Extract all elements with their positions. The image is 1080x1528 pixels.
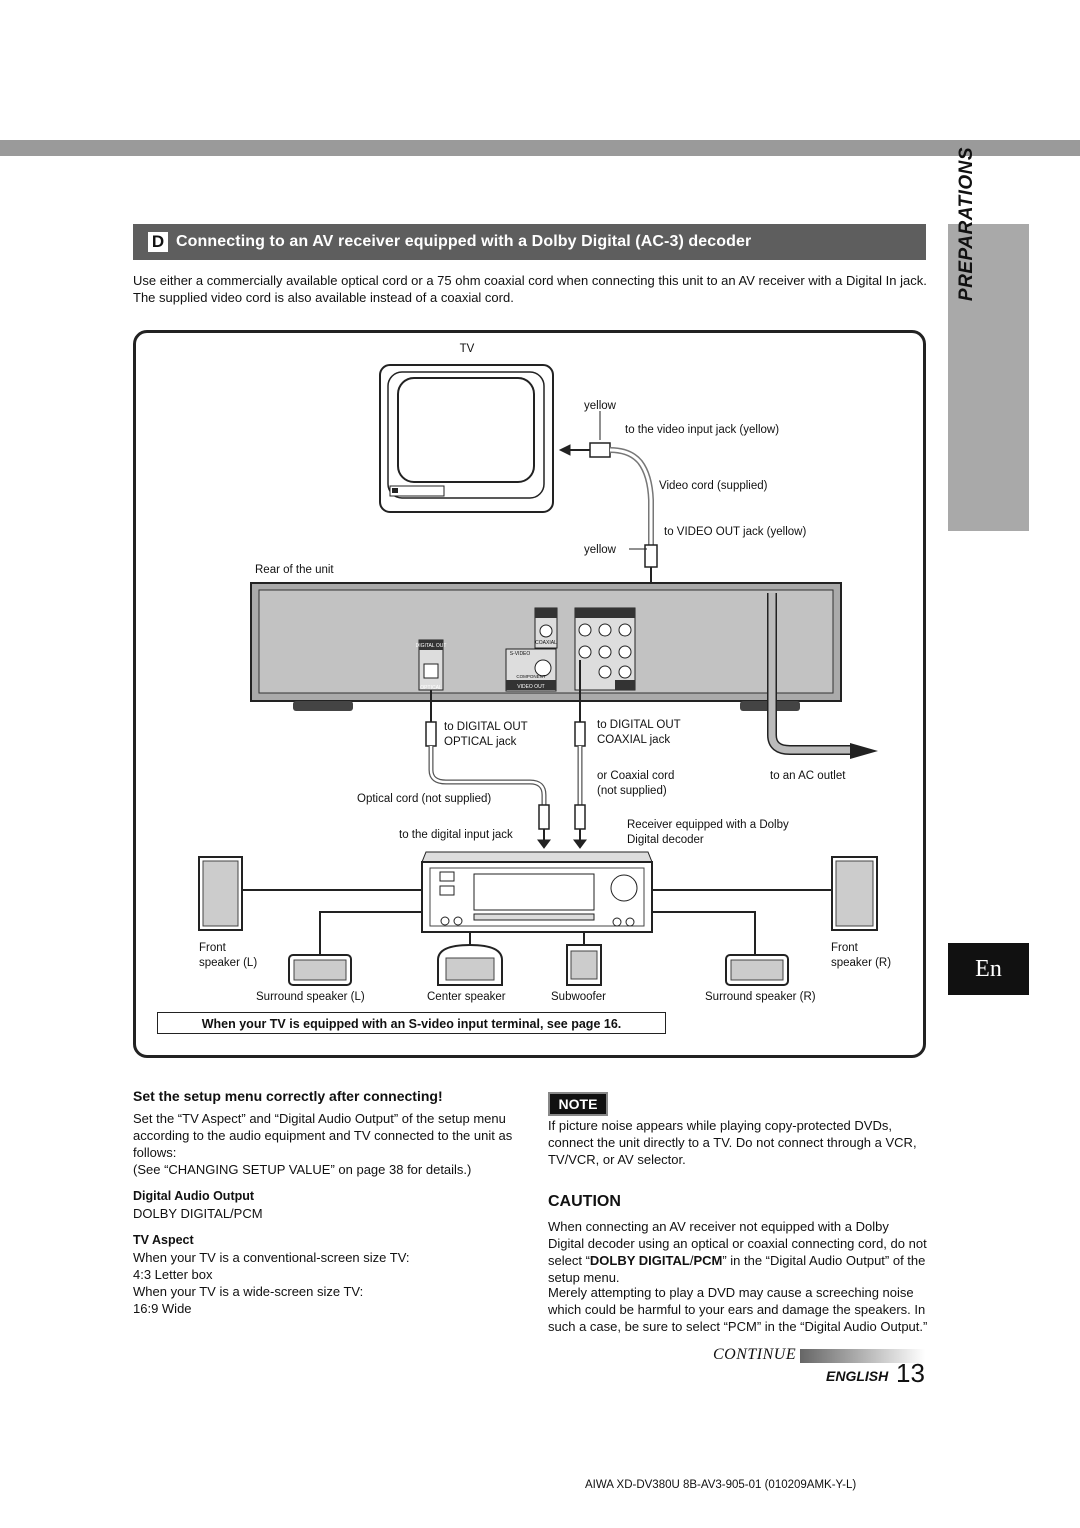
section-badge: D: [148, 232, 168, 252]
caution-p1-slash: /: [689, 1253, 694, 1268]
speaker-wires: [242, 889, 832, 955]
caution-p1-start: When connecting an AV receiver not equip…: [548, 1219, 927, 1268]
footer-code: AIWA XD-DV380U 8B-AV3-905-01 (010209AMK-…: [585, 1479, 857, 1491]
tv-label: TV: [460, 343, 475, 355]
tva-line-2: 4:3 Letter box: [133, 1267, 213, 1282]
caution-p1-end: ” in the “Digital Audio Output” of the s…: [548, 1253, 926, 1285]
setup-see: (See “CHANGING SETUP VALUE” on page 38 f…: [133, 1162, 472, 1177]
caution-paragraph-1: When connecting an AV receiver not equip…: [548, 1218, 928, 1286]
preparations-label: PREPARATIONS: [956, 146, 977, 302]
tva-line-3: When your TV is a wide-screen size TV:: [133, 1284, 364, 1299]
continue-label: CONTINUE: [713, 1346, 797, 1363]
caution-p1-dolby: DOLBY DIGITAL: [589, 1253, 690, 1268]
panel-optical: OPTICAL: [420, 685, 442, 691]
panel-coaxial: COAXIAL: [535, 640, 557, 646]
caution-heading: CAUTION: [548, 1193, 621, 1210]
surround-left-label: Surround speaker (L): [256, 991, 365, 1003]
surround-right-label: Surround speaker (R): [705, 991, 816, 1003]
english-label: ENGLISH: [826, 1368, 889, 1384]
svideo-note: When your TV is equipped with an S-video…: [157, 1012, 666, 1034]
front-speaker-right: [831, 856, 878, 931]
surround-speaker-right: [725, 954, 789, 986]
note-text: If picture noise appears while playing c…: [548, 1118, 917, 1167]
intro-paragraph: Use either a commercially available opti…: [133, 273, 927, 305]
to-digital-out-optical-2: OPTICAL jack: [444, 736, 517, 748]
page-number: 13: [896, 1358, 925, 1388]
video-cord: [558, 442, 658, 600]
center-speaker-label: Center speaker: [427, 991, 506, 1003]
rear-of-unit-label: Rear of the unit: [255, 564, 334, 576]
to-digital-out-optical-1: to DIGITAL OUT: [444, 721, 528, 733]
to-digital-input-label: to the digital input jack: [399, 829, 513, 841]
tva-line-1: When your TV is a conventional-screen si…: [133, 1250, 410, 1265]
front-left-label-1: Front: [199, 942, 227, 954]
tva-line-4: 16:9 Wide: [133, 1301, 192, 1316]
panel-digital-out: DIGITAL OUT: [416, 643, 447, 649]
or-coaxial-cord-label: or Coaxial cord: [597, 770, 674, 782]
diagram-drawing: TV yellow to the video input jack (yello…: [198, 343, 891, 1003]
to-digital-out-coaxial-1: to DIGITAL OUT: [597, 719, 681, 731]
optical-cord-label: Optical cord (not supplied): [357, 793, 491, 805]
optical-cord: [425, 690, 551, 849]
to-video-input-label: to the video input jack (yellow): [625, 424, 779, 436]
caution-paragraph-2: Merely attempting to play a DVD may caus…: [548, 1285, 928, 1334]
surround-speaker-left: [288, 954, 352, 986]
section-title: Connecting to an AV receiver equipped wi…: [176, 233, 752, 250]
connection-diagram: TV yellow to the video input jack (yello…: [133, 330, 926, 1058]
av-receiver: [421, 851, 653, 933]
center-speaker: [437, 943, 503, 986]
continue-bar: [800, 1349, 925, 1363]
panel-component: COMPONENT: [516, 674, 546, 679]
yellow-bottom-label: yellow: [584, 544, 617, 556]
power-cord: [767, 593, 878, 759]
section-header: D Connecting to an AV receiver equipped …: [133, 224, 926, 260]
front-left-label-2: speaker (L): [199, 957, 257, 969]
top-rule: [0, 140, 1080, 156]
dvd-unit-rear: [250, 582, 842, 711]
receiver-label-1: Receiver equipped with a Dolby: [627, 819, 789, 831]
front-speaker-left: [198, 856, 243, 931]
to-digital-out-coaxial-2: COAXIAL jack: [597, 734, 670, 746]
dao-heading: Digital Audio Output: [133, 1189, 255, 1203]
caution-p1-pcm: PCM: [693, 1253, 723, 1268]
setup-paragraph: Set the “TV Aspect” and “Digital Audio O…: [133, 1111, 513, 1160]
language-tab: En: [948, 943, 1029, 995]
panel-video-out: VIDEO OUT: [517, 684, 545, 690]
setup-heading: Set the setup menu correctly after conne…: [133, 1088, 443, 1104]
preparations-tab: PREPARATIONS: [948, 147, 1029, 531]
not-supplied-label: (not supplied): [597, 785, 667, 797]
video-cord-label: Video cord (supplied): [659, 480, 768, 492]
to-video-out-label: to VIDEO OUT jack (yellow): [664, 526, 806, 538]
front-right-label-1: Front: [831, 942, 859, 954]
panel-svideo: S-VIDEO: [510, 651, 531, 657]
tva-heading: TV Aspect: [133, 1233, 194, 1247]
note-badge: NOTE: [548, 1092, 608, 1116]
to-ac-outlet-label: to an AC outlet: [770, 770, 846, 782]
receiver-label-2: Digital decoder: [627, 834, 704, 846]
yellow-top-label: yellow: [584, 400, 617, 412]
front-right-label-2: speaker (R): [831, 957, 891, 969]
subwoofer: [566, 944, 602, 986]
coaxial-cord: [573, 660, 587, 849]
tv-illustration: [379, 364, 554, 513]
subwoofer-label: Subwoofer: [551, 991, 606, 1003]
dao-value: DOLBY DIGITAL/PCM: [133, 1206, 263, 1221]
